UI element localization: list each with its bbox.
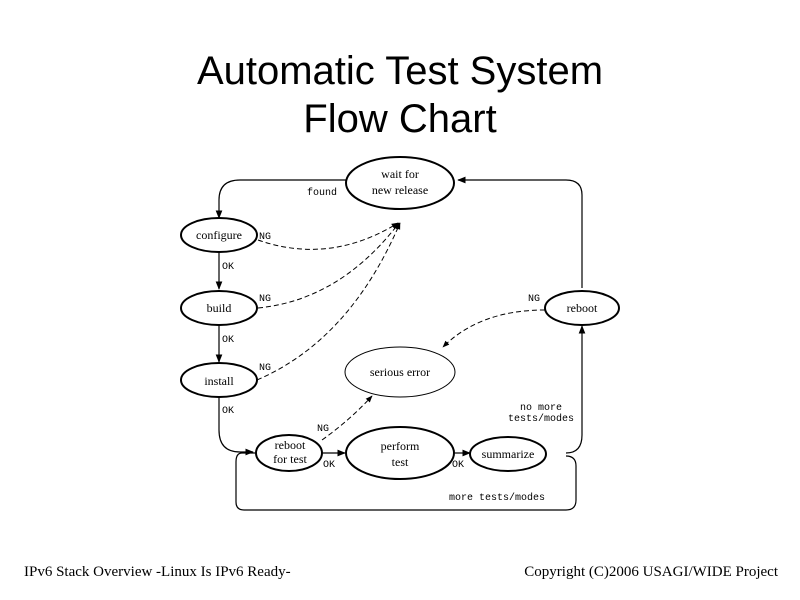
- edge-wait-to-configure: [215, 179, 347, 219]
- node-build-label: build: [207, 301, 232, 315]
- edge-reboot-to-wait: [457, 176, 583, 288]
- node-summarize: summarize: [469, 436, 547, 472]
- label-ok-build: OK: [222, 335, 234, 346]
- node-configure: configure: [180, 217, 258, 253]
- label-ok-configure: OK: [222, 262, 234, 273]
- node-wait-for-new-release: wait for new release: [345, 156, 455, 210]
- edge-install-to-reboot-test: [218, 398, 254, 456]
- node-serious-error-label: serious error: [370, 365, 430, 379]
- edge-summarize-to-reboot: [565, 325, 586, 454]
- node-perform-line-1: perform: [381, 439, 420, 453]
- node-reboot-label: reboot: [567, 301, 598, 315]
- label-ng-build: NG: [259, 294, 271, 305]
- node-perform-line-2: test: [392, 455, 409, 469]
- label-no-more-line-1: no more: [520, 403, 562, 414]
- node-reboot: reboot: [544, 290, 620, 326]
- label-no-more-line-2: tests/modes: [508, 413, 574, 425]
- node-reboot-test-line-1: reboot: [275, 438, 306, 452]
- node-wait-line-2: new release: [372, 183, 428, 197]
- edge-install-ng: [256, 222, 401, 381]
- node-wait-line-1: wait for: [381, 167, 419, 181]
- node-perform-test: perform test: [345, 426, 455, 480]
- label-ng-reboot-test: NG: [317, 424, 329, 435]
- label-ok-perform: OK: [452, 460, 464, 471]
- node-reboot-for-test: reboot for test: [255, 434, 323, 472]
- footer-right: Copyright (C)2006 USAGI/WIDE Project: [524, 564, 778, 580]
- node-install: install: [180, 362, 258, 398]
- node-install-label: install: [204, 374, 234, 388]
- edge-reboot-ng: [442, 309, 546, 348]
- label-found: found: [307, 187, 337, 199]
- edge-more-tests-loop: [235, 452, 577, 511]
- label-ng-install: NG: [259, 363, 271, 374]
- label-ok-reboot-test: OK: [323, 460, 335, 471]
- label-ng-reboot: NG: [528, 294, 540, 305]
- node-build: build: [180, 290, 258, 326]
- edge-reboot-test-ng: [321, 395, 373, 441]
- node-serious-error: serious error: [344, 346, 456, 398]
- edge-build-ng: [257, 222, 400, 309]
- label-ng-configure: NG: [259, 232, 271, 243]
- title-line-2: Flow Chart: [303, 97, 497, 141]
- footer-left: IPv6 Stack Overview -Linux Is IPv6 Ready…: [24, 564, 291, 580]
- label-more-tests: more tests/modes: [449, 492, 545, 504]
- edge-configure-ng: [257, 222, 399, 250]
- node-configure-label: configure: [196, 228, 242, 242]
- title-line-1: Automatic Test System: [196, 49, 604, 93]
- node-summarize-label: summarize: [482, 447, 535, 461]
- label-ok-install: OK: [222, 406, 234, 417]
- node-reboot-test-line-2: for test: [273, 452, 307, 466]
